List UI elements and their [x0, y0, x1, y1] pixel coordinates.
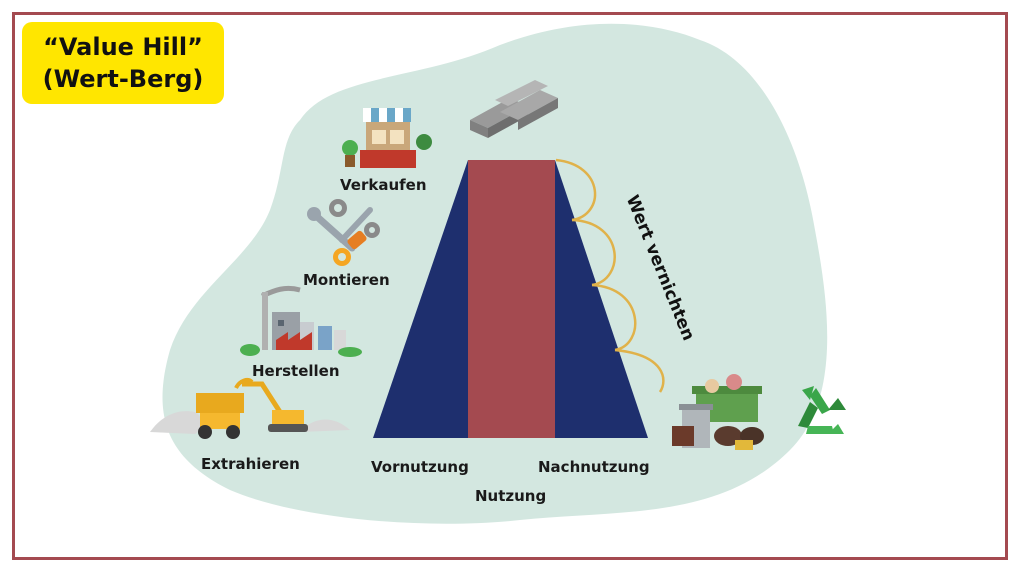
label-extrahieren: Extrahieren	[201, 455, 300, 473]
title-line-1: “Value Hill”	[43, 33, 203, 61]
recycle-icon	[798, 386, 846, 434]
metal-bars-icon	[470, 80, 558, 138]
title-box: “Value Hill” (Wert-Berg)	[22, 22, 224, 104]
label-herstellen: Herstellen	[252, 362, 340, 380]
tools-gears-icon	[307, 199, 380, 266]
shop-icon	[342, 108, 432, 168]
label-vornutzung: Vornutzung	[371, 458, 469, 476]
value-destruction-loops	[555, 158, 665, 393]
title-line-2: (Wert-Berg)	[42, 65, 204, 93]
label-verkaufen: Verkaufen	[340, 176, 427, 194]
excavator-dump-truck-icon	[150, 378, 350, 439]
use-band	[468, 160, 555, 438]
label-montieren: Montieren	[303, 271, 390, 289]
frame-border	[12, 12, 1008, 560]
label-nachnutzung: Nachnutzung	[538, 458, 650, 476]
label-nutzung: Nutzung	[475, 487, 547, 505]
waste-bins-icon	[672, 374, 764, 450]
factory-icon	[240, 285, 362, 357]
